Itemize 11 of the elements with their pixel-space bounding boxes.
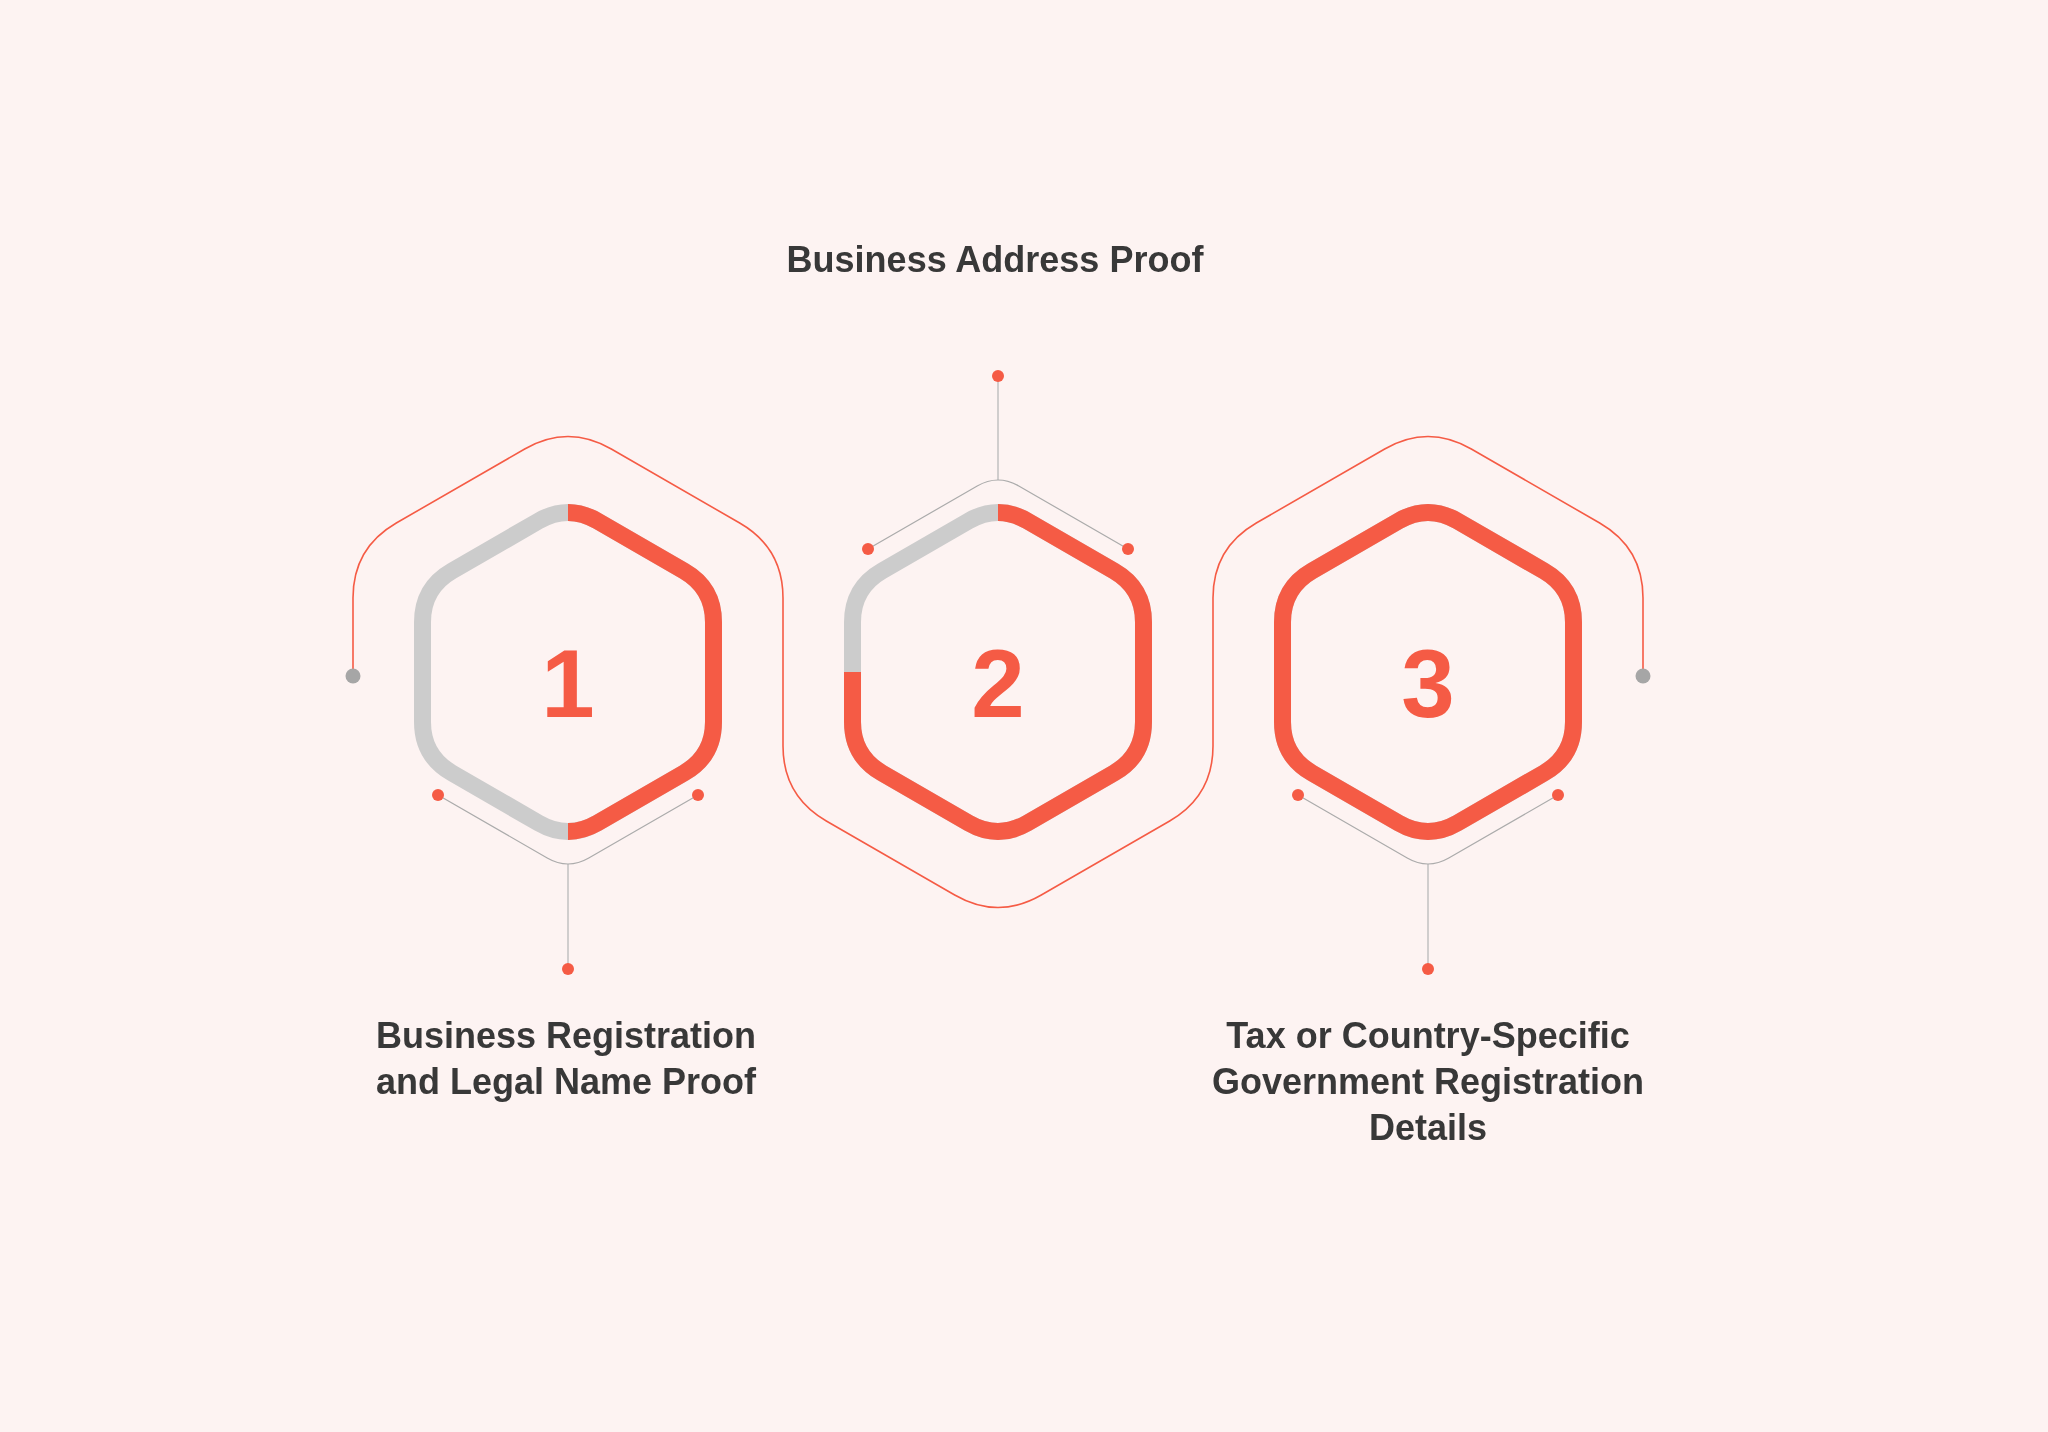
hexagon-step-badge <box>1274 504 1582 864</box>
leader-line <box>992 370 1004 481</box>
hexagon-step-badge <box>414 504 722 864</box>
step-label: Business Registration and Legal Name Proof <box>351 1013 781 1105</box>
step-number: 3 <box>1401 636 1455 732</box>
leader-line <box>1422 863 1434 975</box>
step-label: Tax or Country-Specific Government Registration Details <box>1188 1013 1668 1151</box>
hexagon-step-badge <box>844 480 1152 840</box>
step-label: Business Address Proof <box>735 237 1255 283</box>
step-number: 2 <box>971 636 1025 732</box>
step-number: 1 <box>541 636 595 732</box>
